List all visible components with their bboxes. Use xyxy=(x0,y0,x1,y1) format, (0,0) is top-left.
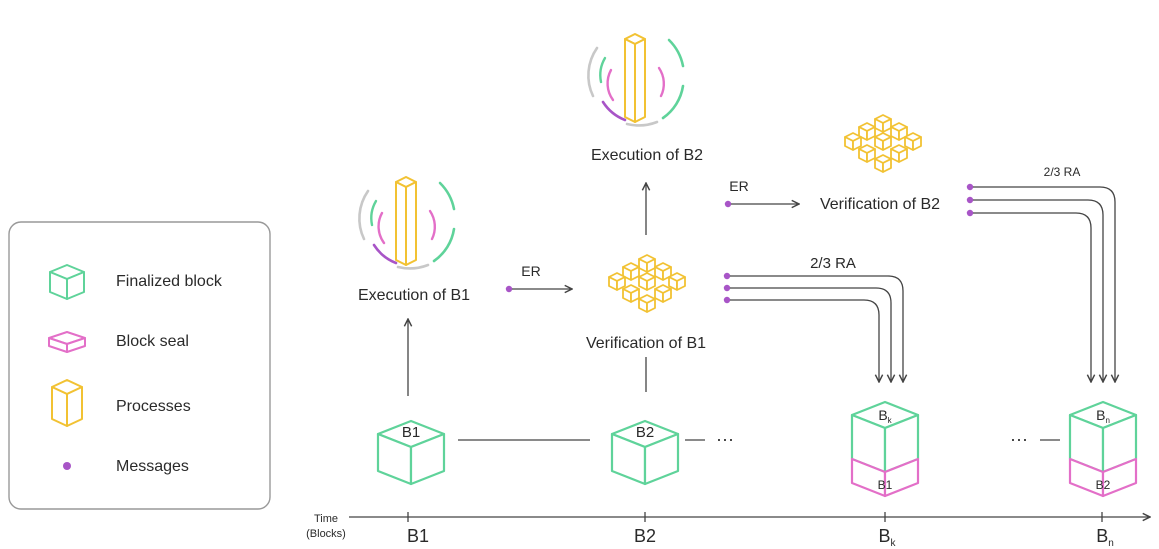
message-dot-icon xyxy=(723,284,731,292)
timeline-axis-label-blocks: (Blocks) xyxy=(306,528,346,540)
er-label-1: ER xyxy=(521,263,540,279)
timeline-tick-label: B2 xyxy=(634,526,656,546)
chain-ellipsis-2: ··· xyxy=(1010,429,1028,449)
timeline-tick-label: Bn xyxy=(1096,526,1114,549)
finalized-block-icon xyxy=(49,264,85,300)
er-message-1 xyxy=(505,285,572,293)
block-bn xyxy=(1068,400,1138,498)
message-dot-icon xyxy=(723,272,731,280)
message-dot-icon xyxy=(966,196,974,204)
block-bk-label: Bk xyxy=(878,407,892,425)
block-b1-label: B1 xyxy=(402,424,420,441)
message-dot-icon xyxy=(966,209,974,217)
processes-icon xyxy=(51,379,83,427)
er-message-2 xyxy=(724,200,799,208)
message-dot-icon xyxy=(63,462,71,470)
message-dot-icon xyxy=(966,183,974,191)
timeline-tick-label: Bk xyxy=(878,526,896,549)
verification-b2-cluster xyxy=(844,114,922,173)
block-seal xyxy=(850,457,920,498)
ra-messages-b2 xyxy=(966,183,1115,382)
block-b2-label: B2 xyxy=(636,424,654,441)
chain-ellipsis-1: ··· xyxy=(716,429,734,449)
er-label-2: ER xyxy=(729,178,748,194)
execution-b1-label: Execution of B1 xyxy=(358,287,470,304)
legend: Finalized block Block seal Processes Mes… xyxy=(8,221,271,510)
ra-messages-b1 xyxy=(723,272,903,382)
timeline-axis-label-time: Time xyxy=(314,513,338,525)
message-dot-icon xyxy=(505,285,513,293)
block-bk xyxy=(850,400,920,498)
block-seal-icon xyxy=(48,331,86,353)
verification-b2-label: Verification of B2 xyxy=(820,196,940,213)
seal-bn-label: B2 xyxy=(1096,478,1111,492)
timeline: Time (Blocks) B1 B2 Bk Bn xyxy=(306,512,1150,549)
message-dot-icon xyxy=(724,200,732,208)
verification-b1-cluster xyxy=(608,254,686,313)
seal-bk-label: B1 xyxy=(878,478,893,492)
block-bn-label: Bn xyxy=(1096,407,1110,425)
timeline-tick-label: B1 xyxy=(407,526,429,546)
block-seal xyxy=(1068,457,1138,498)
verification-b1-label: Verification of B1 xyxy=(586,335,706,352)
ra-label-2: 2/3 RA xyxy=(1044,165,1081,179)
execution-b1-process xyxy=(358,176,456,270)
execution-b2-process xyxy=(587,33,685,127)
legend-label-processes: Processes xyxy=(116,398,191,415)
message-dot-icon xyxy=(723,296,731,304)
legend-label-messages: Messages xyxy=(116,458,189,475)
legend-label-block-seal: Block seal xyxy=(116,333,189,350)
ra-label-1: 2/3 RA xyxy=(810,255,856,272)
legend-label-finalized-block: Finalized block xyxy=(116,273,223,290)
execution-b2-label: Execution of B2 xyxy=(591,147,703,164)
